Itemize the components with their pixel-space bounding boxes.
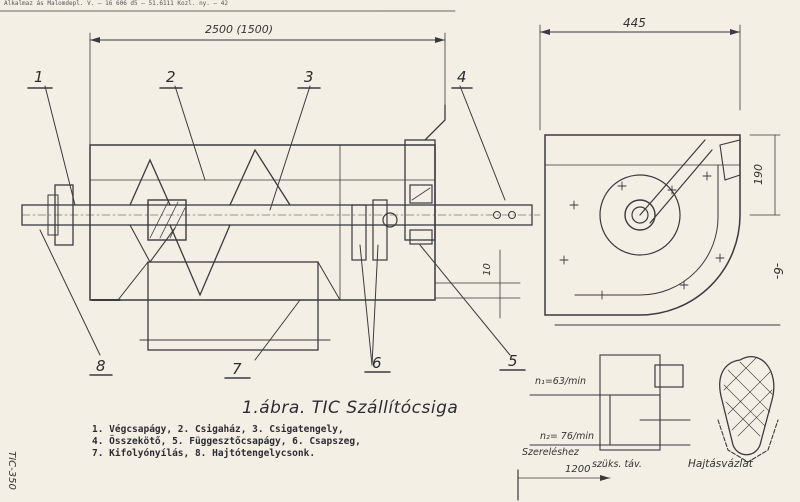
dimension-overall-length: 2500 (1500): [205, 23, 274, 36]
dimension-clearance: 1200: [565, 464, 591, 475]
legend-line: 7. Kifolyónyílás, 8. Hajtótengelycsonk.: [92, 448, 316, 459]
page-number: -6-: [771, 262, 786, 280]
part-number-6: 6: [372, 354, 382, 372]
part-number-1: 1: [34, 68, 44, 86]
part-number-3: 3: [304, 68, 314, 86]
dimension-height: 190: [752, 164, 765, 185]
legend-line: 1. Végcsapágy, 2. Csigaház, 3. Csigateng…: [92, 424, 344, 435]
header-text: Alkalmaz ás Malomdepl. V. — 16 606 d5 — …: [4, 0, 228, 7]
drive-caption: Hajtásvázlat: [688, 458, 753, 470]
drive-assembly-label: Szereléshez: [522, 447, 579, 458]
part-number-4: 4: [457, 68, 467, 86]
dimension-gap: 10: [481, 263, 493, 276]
side-code: TIC-350: [5, 451, 17, 490]
legend-line: 4. Összekötő, 5. Függesztőcsapágy, 6. Cs…: [92, 436, 361, 447]
figure-title: 1.ábra. TIC Szállítócsiga: [242, 398, 459, 418]
drive-n2: n₂= 76/min: [540, 431, 595, 442]
part-number-2: 2: [166, 68, 176, 86]
part-number-5: 5: [508, 352, 518, 370]
drive-n1: n₁=63/min: [535, 376, 586, 387]
part-number-8: 8: [96, 357, 106, 375]
drive-clearance-label: szüks. táv.: [592, 459, 642, 470]
part-number-7: 7: [232, 360, 242, 378]
dimension-width: 445: [623, 16, 646, 30]
